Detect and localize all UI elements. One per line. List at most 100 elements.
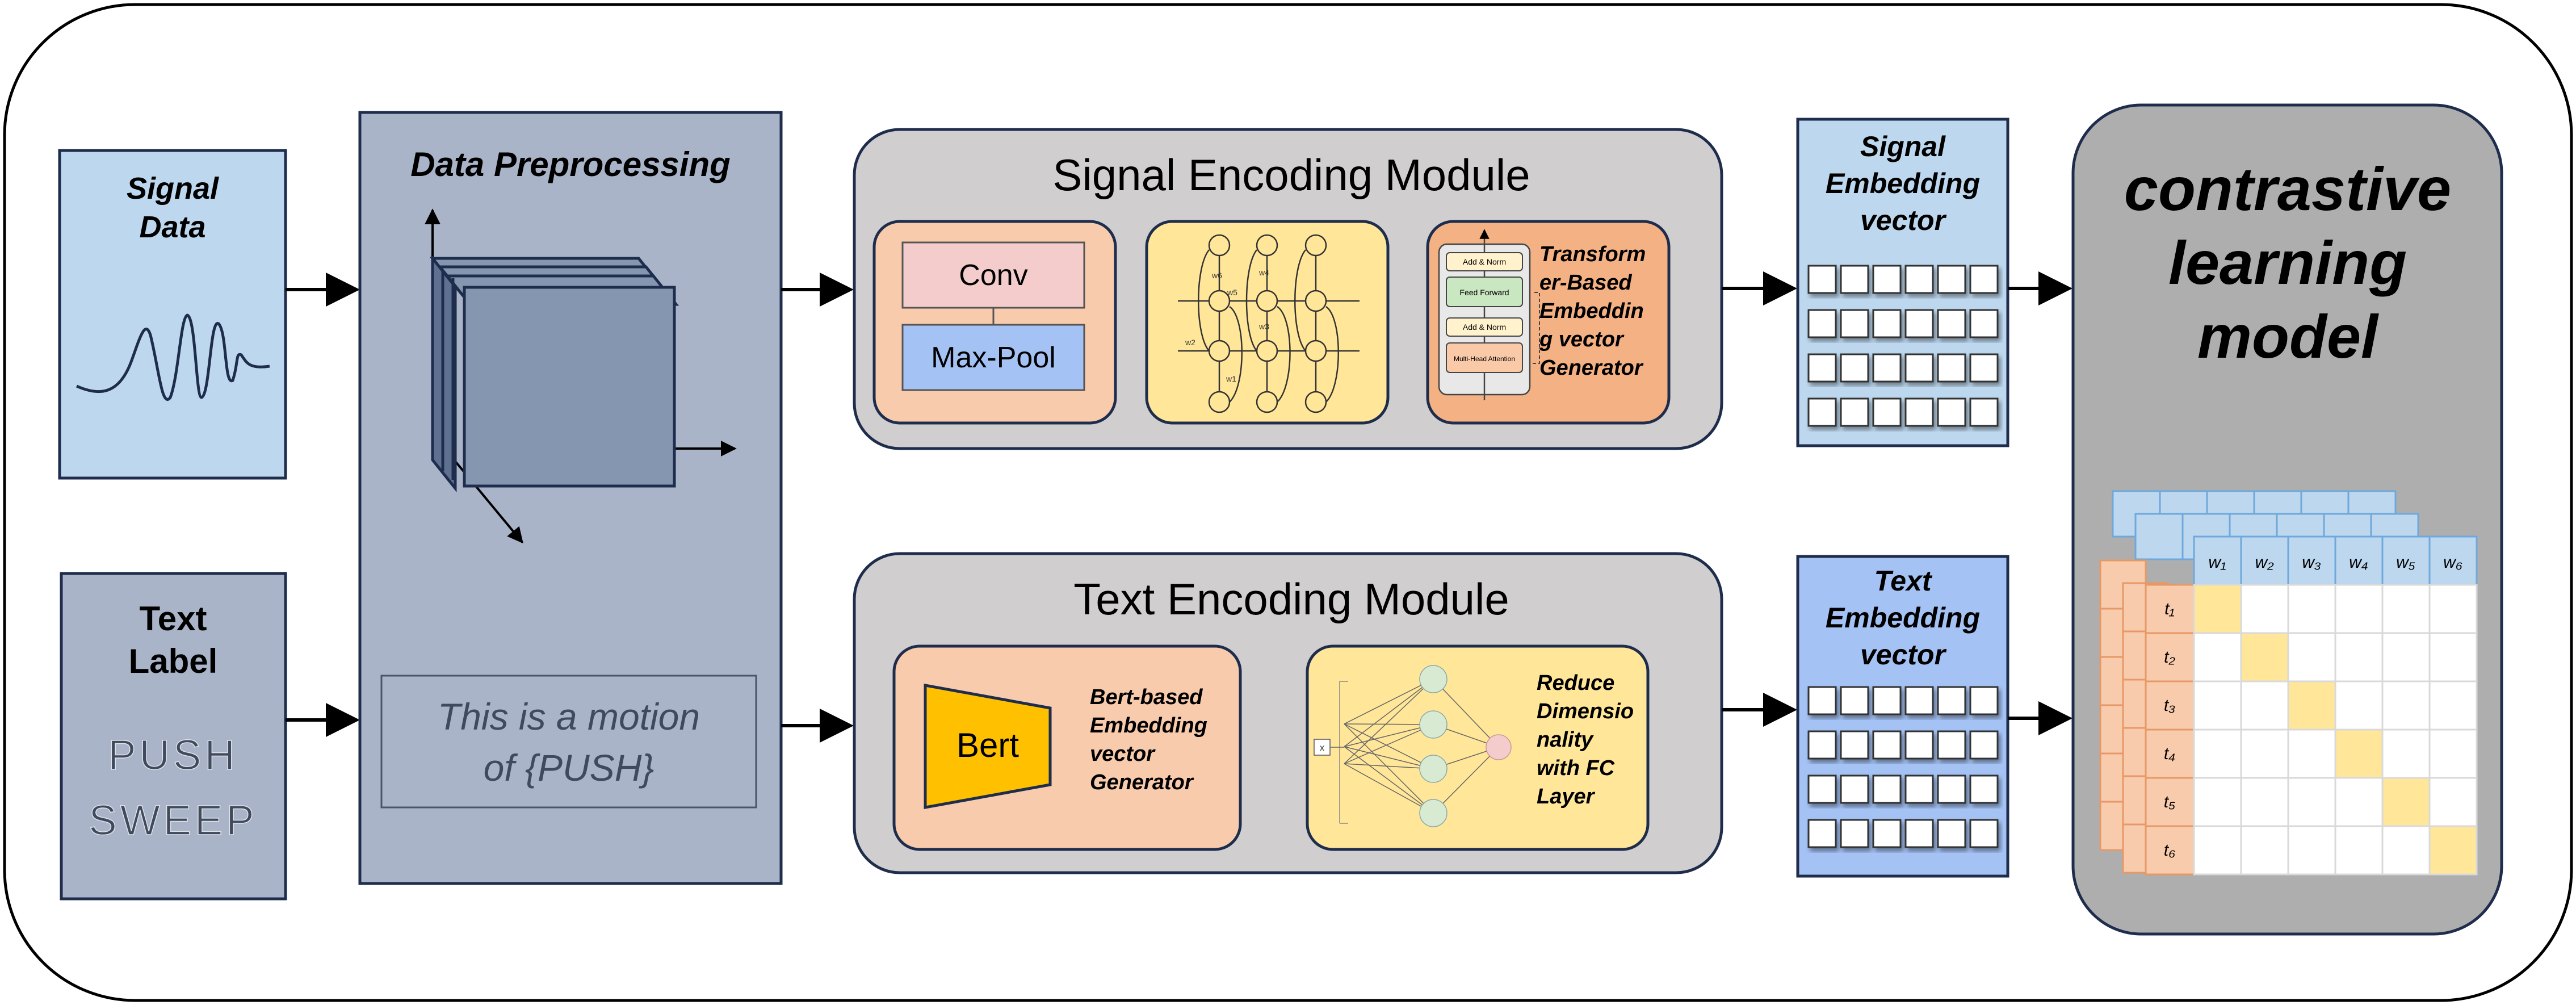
signal-data-box: Signal Data	[58, 149, 287, 480]
signal-embedding-line1: Signal	[1860, 131, 1946, 162]
bert-caption-4: Generator	[1090, 770, 1194, 794]
text-embedding-cell	[1840, 730, 1869, 760]
signal-embedding-cell	[1937, 309, 1966, 338]
contrastive-line1: contrastive	[2124, 154, 2451, 223]
add-norm-top-label: Add & Norm	[1463, 257, 1506, 266]
signal-data-title-line1: Signal	[127, 171, 219, 206]
text-embedding-cell	[1872, 774, 1902, 804]
matrix-cell	[2240, 680, 2289, 731]
maxpool-label: Max-Pool	[931, 341, 1056, 374]
t-token-label: t₄	[2164, 744, 2175, 763]
text-embedding-line1: Text	[1874, 565, 1933, 597]
contrastive-line3: model	[2197, 302, 2379, 371]
signal-embedding-line2: Embedding	[1826, 168, 1980, 199]
text-embedding-cell	[1872, 686, 1902, 715]
data-preprocessing-panel: Data Preprocessing This is a motion of {…	[358, 111, 783, 885]
bert-caption-3: vector	[1090, 742, 1156, 766]
text-embedding-cell	[1937, 686, 1966, 715]
signal-module-title: Signal Encoding Module	[1052, 150, 1530, 200]
transformer-caption-2: er-Based	[1539, 271, 1632, 295]
matrix-diagonal-cell	[2428, 825, 2478, 876]
preprocessing-title: Data Preprocessing	[410, 145, 731, 183]
fc-network-diagram	[1314, 665, 1512, 827]
signal-embedding-cell	[1840, 397, 1869, 427]
signal-embedding-cell	[1937, 353, 1966, 383]
prompt-template-box	[380, 675, 757, 809]
matrix-cell	[2287, 632, 2336, 682]
fc-caption-2: Dimensio	[1537, 700, 1634, 723]
matrix-cell	[2334, 584, 2384, 634]
matrix-cell	[2428, 584, 2478, 634]
signal-embedding-cell	[1840, 265, 1869, 294]
signal-embedding-cell	[1807, 309, 1837, 338]
signal-embedding-cell	[1872, 309, 1902, 338]
signal-embedding-cell	[1969, 397, 1999, 427]
text-embedding-cell	[1969, 774, 1999, 804]
fc-caption-1: Reduce	[1537, 671, 1614, 695]
fc-block	[1306, 644, 1650, 851]
text-embedding-cell	[1872, 730, 1902, 760]
matrix-cell	[2240, 584, 2289, 634]
signal-embedding-box: Signal Embedding vector	[1796, 118, 2009, 447]
t-token-label: t₆	[2164, 841, 2175, 860]
rnn-weight-w6: w6	[1211, 271, 1222, 280]
text-embedding-cell	[1904, 774, 1934, 804]
text-embedding-cell	[1872, 819, 1902, 848]
bert-encoder-shape	[924, 684, 1052, 809]
text-embedding-cell	[1969, 730, 1999, 760]
matrix-diagonal-cell	[2287, 680, 2336, 731]
text-embedding-cell	[1904, 819, 1934, 848]
matrix-cell	[2240, 728, 2289, 779]
signal-embedding-cell	[1969, 353, 1999, 383]
w-stack-layer-cell	[2134, 513, 2184, 560]
signal-encoding-module: Signal Encoding Module Conv Max-Pool	[853, 128, 1723, 450]
signal-embedding-cell	[1904, 309, 1934, 338]
text-embedding-line3: vector	[1860, 639, 1947, 671]
text-embedding-grid	[1807, 686, 1999, 848]
text-embedding-cell	[1807, 686, 1837, 715]
bert-caption-2: Embedding	[1090, 714, 1207, 738]
t-token-label: t₃	[2164, 696, 2175, 715]
signal-embedding-cell	[1969, 309, 1999, 338]
t-token-label: t₅	[2164, 793, 2175, 811]
matrix-diagonal-cell	[2334, 728, 2384, 779]
w-token-label: w₁	[2208, 553, 2226, 572]
matrix-diagonal-cell	[2240, 632, 2289, 682]
matrix-cell	[2381, 825, 2431, 876]
text-encoding-module: Text Encoding Module Bert Bert-based Emb…	[853, 552, 1723, 874]
text-embedding-cell	[1904, 686, 1934, 715]
signal-embedding-cell	[1840, 353, 1869, 383]
matrix-cell	[2287, 584, 2336, 634]
text-embedding-box: Text Embedding vector	[1796, 555, 2009, 878]
matrix-cell	[2193, 632, 2242, 682]
t-token-cell	[2145, 777, 2195, 827]
rnn-weight-w5: w5	[1227, 288, 1237, 297]
text-embedding-cell	[1840, 819, 1869, 848]
conv-label: Conv	[959, 259, 1027, 292]
matrix-cell	[2381, 584, 2431, 634]
matrix-cell	[2428, 777, 2478, 827]
matrix-cell	[2193, 825, 2242, 876]
multi-head-attention-label: Multi-Head Attention	[1454, 355, 1515, 363]
t-token-label: t₂	[2164, 648, 2175, 667]
add-norm-bottom-label: Add & Norm	[1463, 323, 1506, 332]
matrix-cell	[2381, 728, 2431, 779]
matrix-cell	[2334, 680, 2384, 731]
w-token-cell	[2240, 535, 2289, 586]
text-embedding-cell	[1904, 730, 1934, 760]
matrix-cell	[2287, 777, 2336, 827]
signal-embedding-cell	[1937, 397, 1966, 427]
signal-embedding-grid	[1807, 265, 1999, 427]
text-embedding-cell	[1937, 774, 1966, 804]
transformer-caption-3: Embeddin	[1539, 299, 1644, 323]
w-token-cell	[2193, 535, 2242, 586]
text-embedding-cell	[1840, 686, 1869, 715]
signal-embedding-cell	[1807, 397, 1837, 427]
signal-embedding-cell	[1807, 265, 1837, 294]
w-token-label: w₂	[2255, 553, 2274, 572]
signal-embedding-cell	[1969, 265, 1999, 294]
signal-embedding-cell	[1807, 353, 1837, 383]
fc-caption-3: nality	[1537, 728, 1594, 752]
